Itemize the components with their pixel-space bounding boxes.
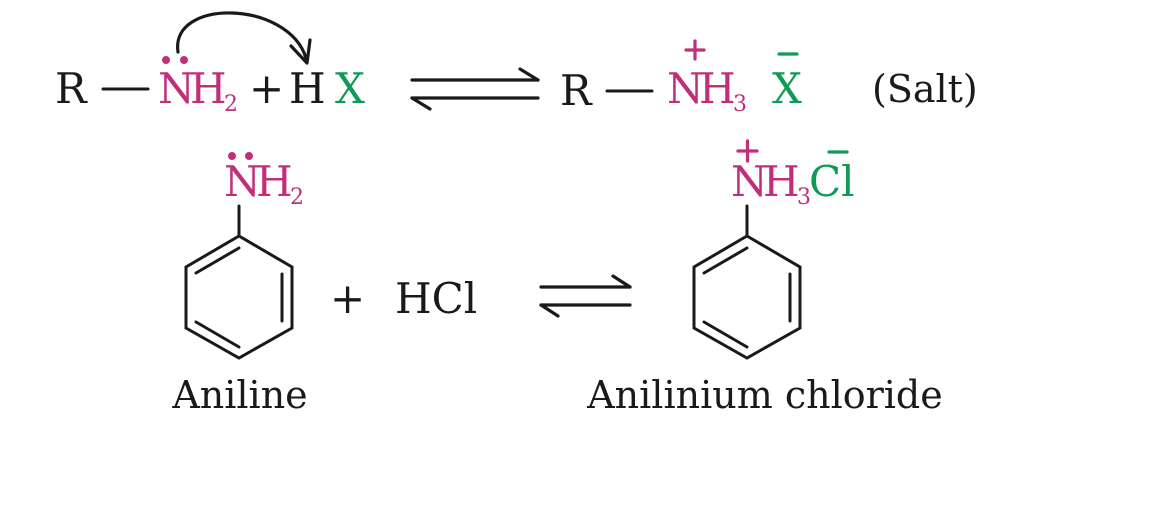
aniline-subscript: 2 [290, 185, 304, 210]
lone-pair-dot-right [180, 56, 188, 64]
acid-hydrogen: H [289, 64, 326, 113]
reactant-r-group: R [55, 64, 88, 113]
amine-hydrogen: H [190, 64, 227, 113]
aniline-label: Aniline [171, 373, 307, 417]
chloride-ion: Cl [809, 157, 855, 206]
aniline-lone-pair-left [228, 152, 236, 160]
ammonium-subscript: 3 [733, 92, 747, 117]
reaction-1: R N H 2 + H X R N H 3 [55, 11, 978, 117]
electron-pushing-arrow [176, 11, 308, 60]
equilibrium-arrow-1 [410, 67, 540, 111]
reaction-2: N H 2 + HCl N H 3 Cl [171, 139, 943, 417]
anilinium-plus-charge [736, 139, 759, 163]
aniline-hydrogen: H [256, 157, 293, 206]
anilinium-nitrogen: N [731, 157, 768, 206]
ammonium-hydrogen: H [699, 64, 736, 113]
salt-label: (Salt) [872, 67, 978, 111]
anilinium-hydrogen: H [763, 157, 800, 206]
aniline-nitrogen: N [224, 157, 261, 206]
amine-subscript: 2 [224, 92, 238, 117]
reaction1-plus: + [249, 64, 284, 113]
aniline-lone-pair-right [245, 152, 253, 160]
anilinium-subscript: 3 [797, 185, 811, 210]
halide-anion: X [772, 64, 802, 113]
hydrochloric-acid: HCl [395, 274, 477, 323]
reaction2-plus: + [330, 274, 365, 323]
acid-halide: X [335, 64, 365, 113]
lone-pair-dot-left [162, 56, 170, 64]
equilibrium-arrow-2 [539, 274, 632, 318]
ammonium-nitrogen: N [667, 64, 704, 113]
amine-nitrogen: N [158, 64, 195, 113]
anilinium-benzene-ring [692, 234, 802, 360]
aniline-benzene-ring [184, 234, 294, 360]
plus-charge [684, 39, 706, 61]
electron-arrow-head [289, 38, 312, 65]
anilinium-chloride-label: Anilinium chloride [586, 373, 943, 417]
product-r-group: R [560, 66, 593, 115]
